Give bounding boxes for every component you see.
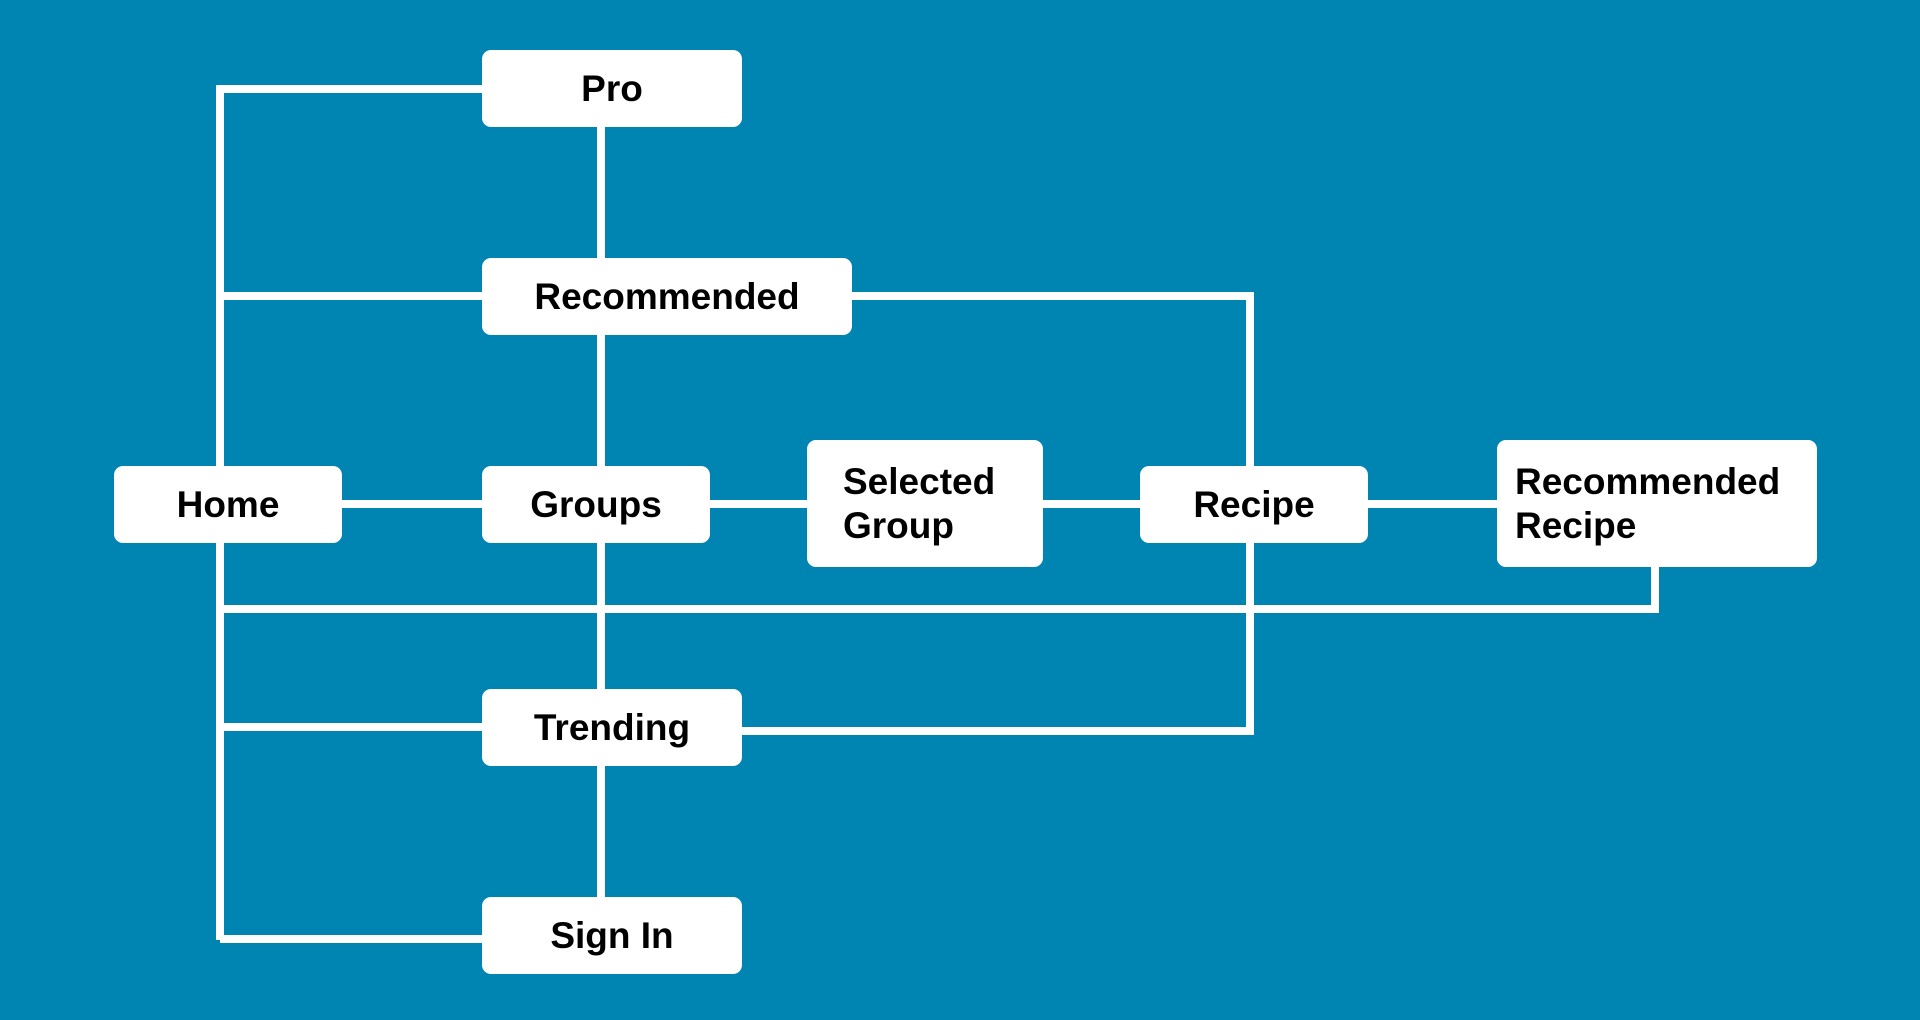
connector-rrecipe-home bbox=[220, 567, 1659, 613]
node-pro: Pro bbox=[482, 50, 742, 127]
node-trending: Trending bbox=[482, 689, 742, 766]
node-groups-label: Groups bbox=[530, 483, 662, 525]
node-trending-label: Trending bbox=[533, 706, 691, 748]
node-recipe: Recipe bbox=[1140, 466, 1368, 543]
node-sign-in-label: Sign In bbox=[550, 914, 674, 956]
node-recommended-label: Recommended bbox=[534, 275, 800, 317]
node-groups: Groups bbox=[482, 466, 710, 543]
node-recipe-label: Recipe bbox=[1193, 483, 1315, 525]
node-home-label: Home bbox=[176, 483, 280, 525]
node-selected-group: Selected Group bbox=[807, 440, 1043, 567]
node-home: Home bbox=[114, 466, 342, 543]
node-selected-group-label: Selected Group bbox=[843, 460, 996, 546]
node-recommended-recipe-label: Recommended Recipe bbox=[1515, 460, 1781, 546]
node-sign-in: Sign In bbox=[482, 897, 742, 974]
node-recommended: Recommended bbox=[482, 258, 852, 335]
node-pro-label: Pro bbox=[581, 67, 643, 109]
node-recommended-recipe: Recommended Recipe bbox=[1497, 440, 1817, 567]
